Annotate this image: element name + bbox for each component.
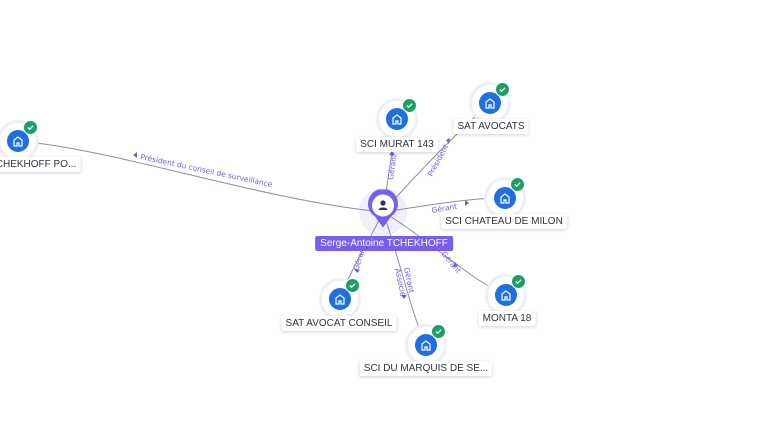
building-icon xyxy=(415,334,437,356)
person-label[interactable]: Serge-Antoine TCHEKHOFF xyxy=(315,236,453,251)
company-label[interactable]: SCI MURAT 143 xyxy=(356,137,438,152)
edge-arrow xyxy=(453,262,458,267)
company-label[interactable]: SCI DU MARQUIS DE SE... xyxy=(359,361,493,376)
building-icon xyxy=(479,92,501,114)
company-label[interactable]: SAT AVOCATS xyxy=(453,119,529,134)
building-icon xyxy=(7,130,29,152)
company-node[interactable] xyxy=(472,82,510,121)
building-icon xyxy=(494,187,516,209)
edge-arrow xyxy=(401,295,407,299)
building-icon xyxy=(329,288,351,310)
company-label[interactable]: SCI CHATEAU DE MILON xyxy=(441,214,567,229)
edge-label: Gérant xyxy=(439,250,463,276)
edge-arrow xyxy=(465,200,469,206)
person-marker xyxy=(368,188,398,228)
company-label[interactable]: MONTA 18 xyxy=(478,311,536,326)
building-icon xyxy=(495,284,517,306)
verified-check-icon xyxy=(23,120,38,135)
verified-check-icon xyxy=(511,274,526,289)
company-label[interactable]: TCHEKHOFF PO... xyxy=(0,157,81,172)
edge-arrow xyxy=(133,152,137,158)
company-node[interactable] xyxy=(488,274,526,313)
company-node[interactable] xyxy=(487,177,525,216)
company-node[interactable] xyxy=(408,324,446,363)
edge-label: Gérant xyxy=(386,153,399,180)
building-icon xyxy=(386,108,408,130)
edge-label: Gérant xyxy=(431,202,458,215)
person-icon xyxy=(378,200,388,210)
verified-check-icon xyxy=(402,98,417,113)
company-label[interactable]: SAT AVOCAT CONSEIL xyxy=(281,316,397,331)
edge-arrow xyxy=(389,151,395,155)
edge-arrow xyxy=(354,269,360,273)
edge-label: Président du conseil de surveillance xyxy=(140,152,274,189)
edge-line xyxy=(17,140,384,213)
edge-arrow xyxy=(446,138,450,144)
verified-check-icon xyxy=(431,324,446,339)
person-node[interactable] xyxy=(366,188,400,235)
verified-check-icon xyxy=(495,82,510,97)
company-node[interactable] xyxy=(0,120,38,159)
verified-check-icon xyxy=(345,278,360,293)
company-node[interactable] xyxy=(322,278,360,317)
verified-check-icon xyxy=(510,177,525,192)
company-node[interactable] xyxy=(379,98,417,137)
